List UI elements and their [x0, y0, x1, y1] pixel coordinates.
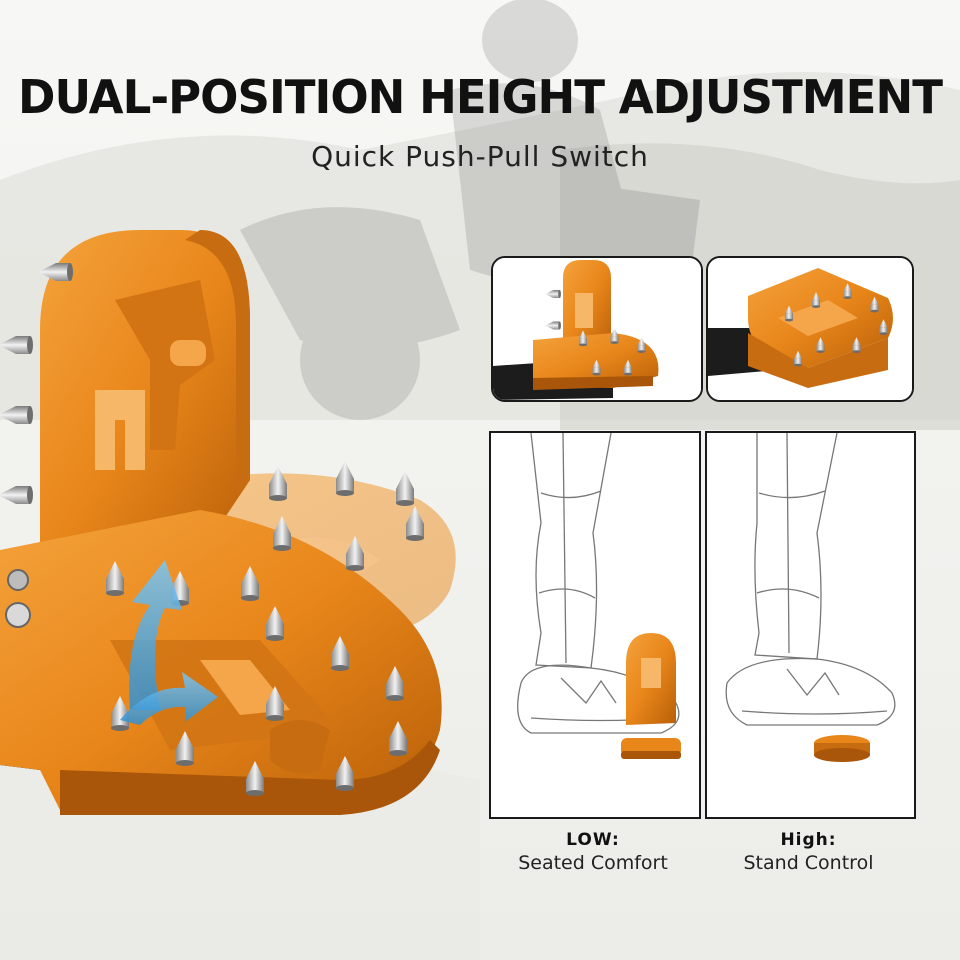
sketch-panel-low [489, 431, 701, 819]
sketch-panel-high [705, 431, 916, 819]
position-title-high: High: [780, 830, 837, 850]
position-subtitle-low: Seated Comfort [518, 852, 668, 874]
headline: DUAL-POSITION HEIGHT ADJUSTMENT [18, 70, 943, 124]
curved-up-arrow-icon [129, 560, 182, 710]
detail-panel-low [491, 256, 703, 402]
high-position-detail [708, 258, 912, 400]
position-subtitle-high: Stand Control [743, 852, 874, 874]
curved-right-arrow-icon [120, 672, 218, 725]
product-render [0, 230, 456, 815]
leg-sketch-low [491, 433, 699, 817]
upright-plate [40, 230, 250, 570]
leg-sketch-high [707, 433, 914, 817]
position-title-low: LOW: [566, 830, 620, 850]
low-position-detail [493, 258, 701, 400]
detail-panel-high [706, 256, 914, 402]
subheadline: Quick Push-Pull Switch [311, 140, 649, 173]
